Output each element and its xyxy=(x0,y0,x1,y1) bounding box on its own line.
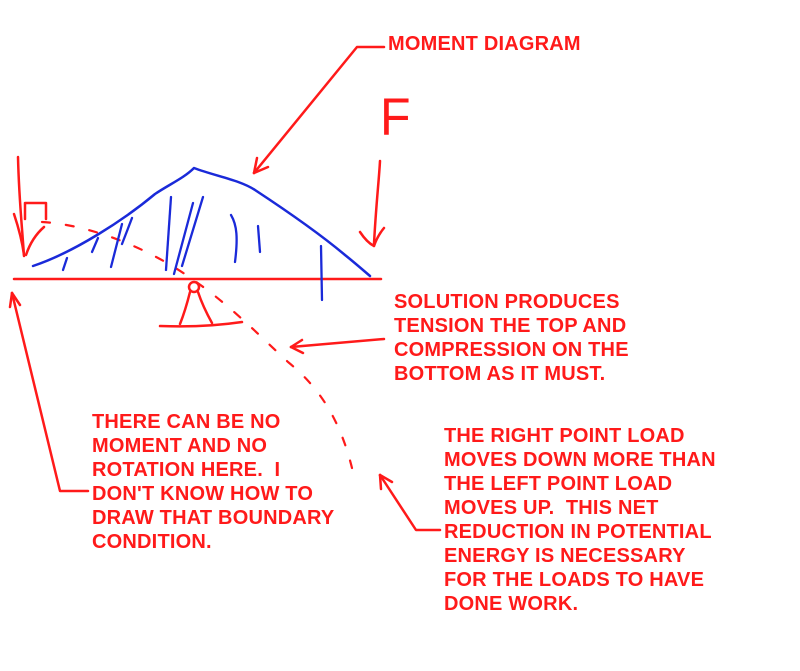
right-load-arrow xyxy=(358,159,386,248)
moment-curve xyxy=(31,166,372,278)
deflection-curve xyxy=(40,220,354,470)
boundary-note-arrow xyxy=(8,291,90,493)
energy-note-arrow xyxy=(378,473,442,532)
potential-energy-note: THE RIGHT POINT LOAD MOVES DOWN MORE THA… xyxy=(444,425,716,615)
boundary-condition-note: THERE CAN BE NO MOMENT AND NO ROTATION H… xyxy=(92,411,335,553)
moment-hatching xyxy=(61,195,324,302)
left-load-icon xyxy=(12,155,48,258)
moment-label-arrow xyxy=(252,45,386,175)
tension-note-arrow xyxy=(289,337,386,355)
moment-diagram-label: MOMENT DIAGRAM xyxy=(388,33,581,55)
pivot-support xyxy=(158,280,244,328)
force-label: F xyxy=(380,87,411,147)
tension-compression-note: SOLUTION PRODUCES TENSION THE TOP AND CO… xyxy=(394,291,629,385)
